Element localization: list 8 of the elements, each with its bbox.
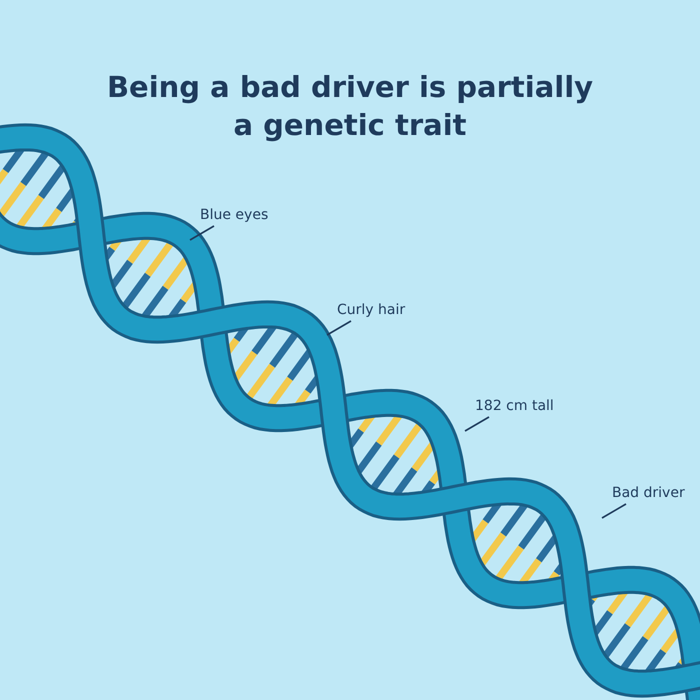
trait-label: Bad driver (612, 484, 685, 502)
leader-line (326, 320, 352, 336)
title: Being a bad driver is partially a genetic trait (106, 69, 594, 144)
leader-line (602, 503, 626, 519)
trait-label: Blue eyes (200, 206, 268, 224)
trait-label: 182 cm tall (475, 397, 554, 415)
trait-label: Curly hair (337, 301, 406, 319)
leader-line (464, 416, 490, 432)
